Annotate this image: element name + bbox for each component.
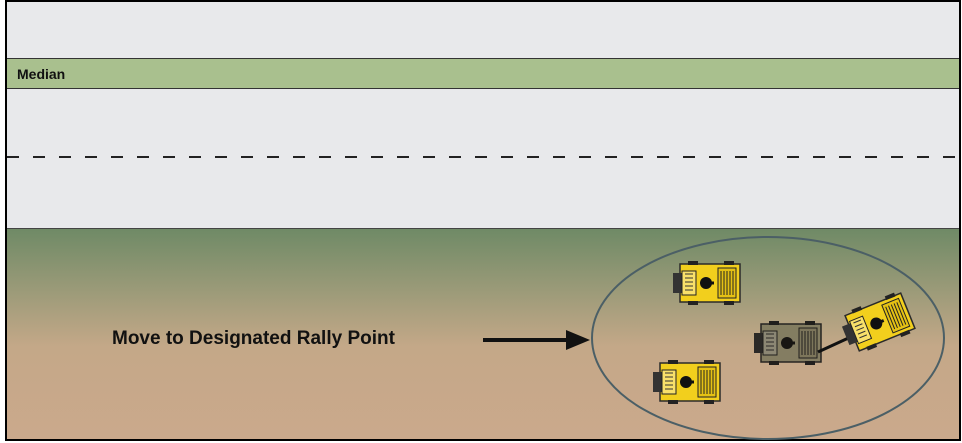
vehicle-3-disabled — [752, 319, 823, 367]
vehicle-2 — [651, 358, 722, 406]
upper-road-lane — [7, 2, 959, 59]
vehicle-1 — [671, 259, 742, 307]
lane-divider-dashed-line — [7, 156, 959, 158]
direction-arrow — [483, 330, 590, 350]
vehicle-4-towing — [835, 288, 918, 358]
median-label: Median — [17, 66, 66, 82]
median-strip: Median — [7, 59, 959, 89]
instruction-label: Move to Designated Rally Point — [112, 328, 395, 349]
rally-point-ellipse — [591, 236, 945, 440]
lower-road-lanes — [7, 89, 959, 229]
diagram-frame: Median — [5, 0, 961, 441]
